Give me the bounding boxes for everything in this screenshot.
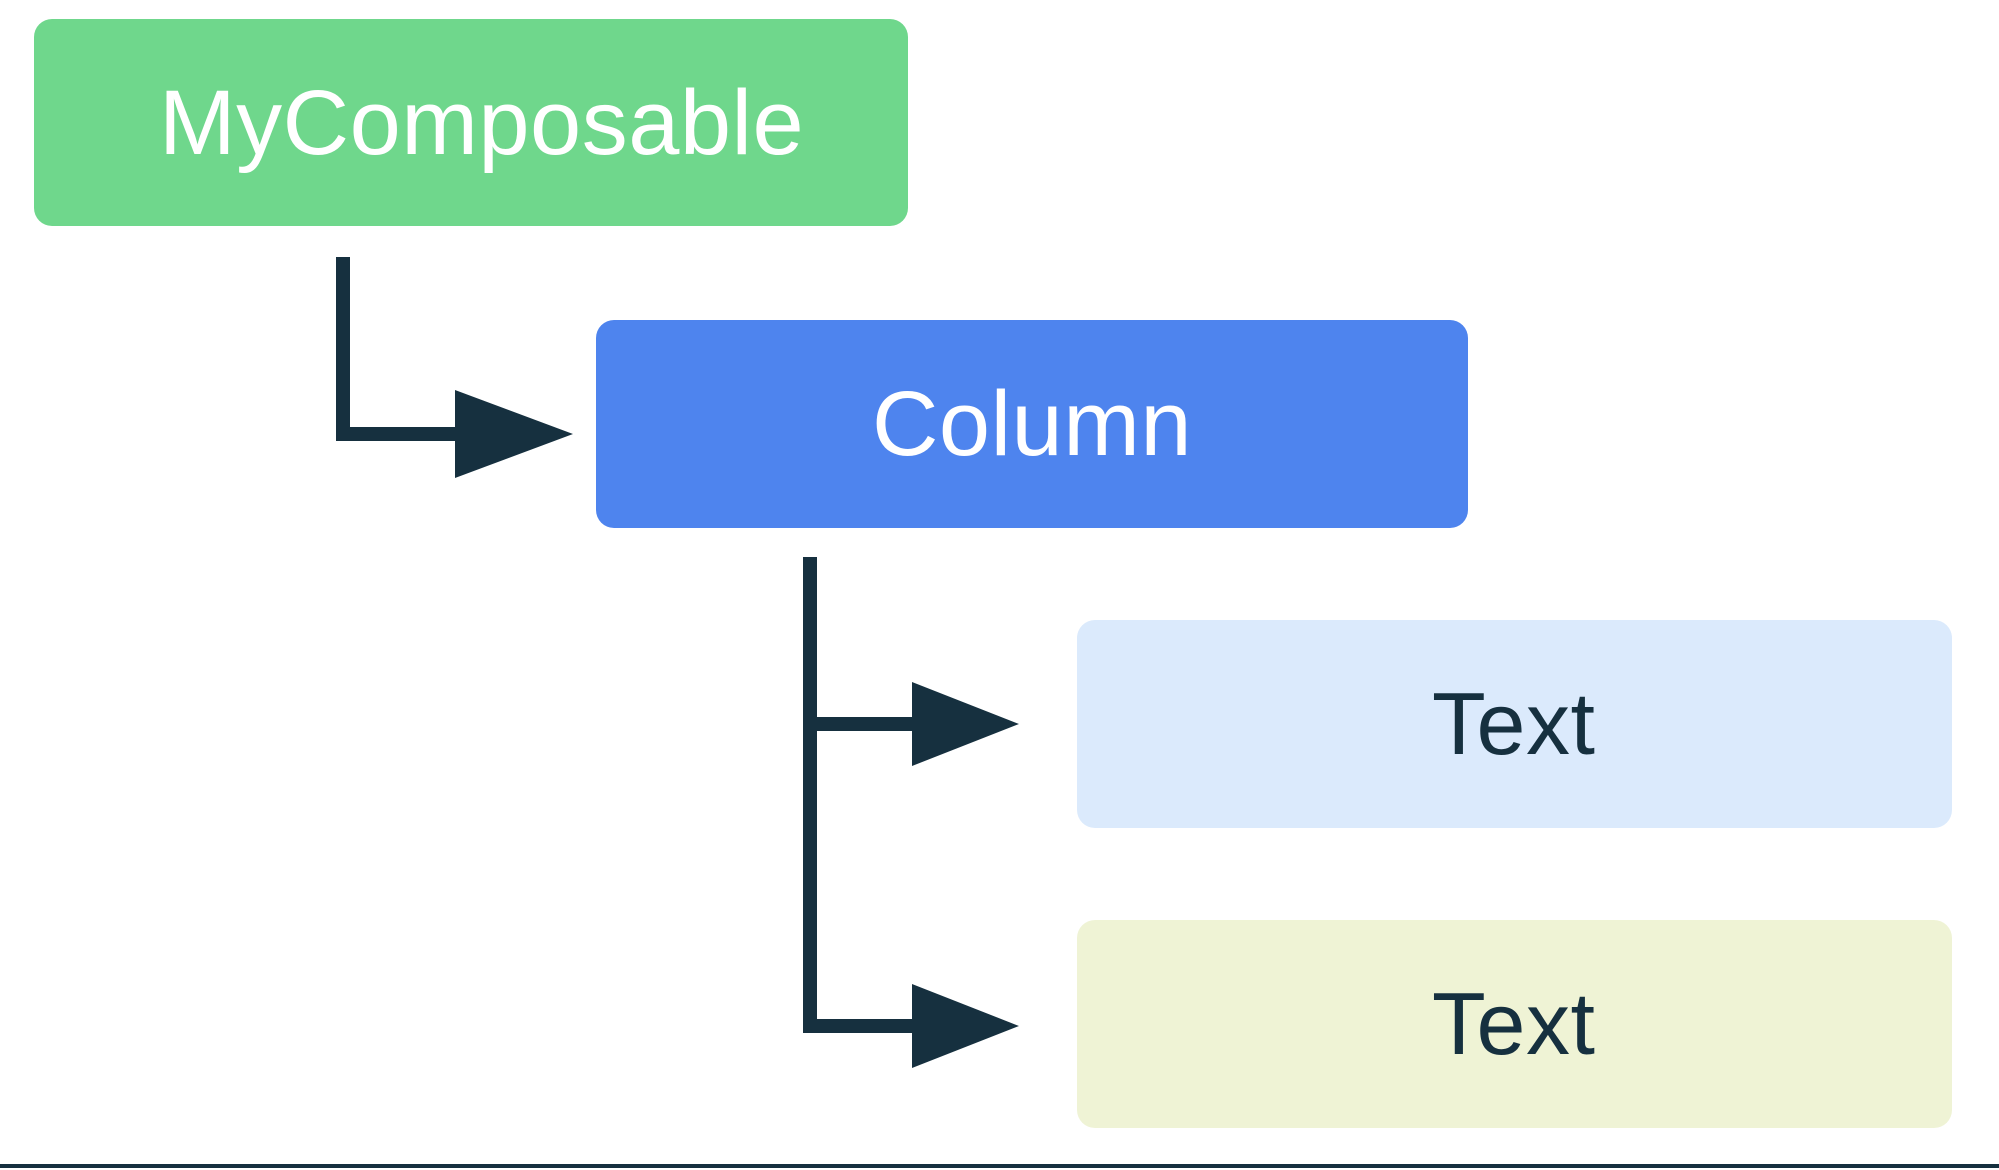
node-text-first[interactable]: Text bbox=[1077, 620, 1952, 828]
node-my-composable[interactable]: MyComposable bbox=[34, 19, 908, 226]
edge-column-to-text-2-line bbox=[803, 724, 918, 1033]
edge-root-to-column-arrowhead bbox=[455, 390, 573, 478]
edge-root-to-column-line bbox=[336, 257, 461, 441]
edge-column-to-text-2-arrowhead bbox=[912, 984, 1019, 1068]
edge-root-to-column bbox=[336, 257, 573, 478]
edge-column-to-text-1 bbox=[803, 557, 1019, 766]
node-my-composable-label: MyComposable bbox=[159, 71, 805, 174]
node-text-first-label: Text bbox=[1432, 674, 1596, 773]
edge-column-to-text-1-arrowhead bbox=[912, 682, 1019, 766]
node-text-second-label: Text bbox=[1432, 974, 1596, 1073]
edge-column-to-text-2 bbox=[803, 724, 1019, 1068]
node-column[interactable]: Column bbox=[596, 320, 1468, 528]
edge-column-to-text-1-line bbox=[803, 557, 918, 731]
node-column-label: Column bbox=[871, 373, 1192, 475]
node-text-second[interactable]: Text bbox=[1077, 920, 1952, 1128]
bottom-divider bbox=[0, 1164, 1999, 1168]
